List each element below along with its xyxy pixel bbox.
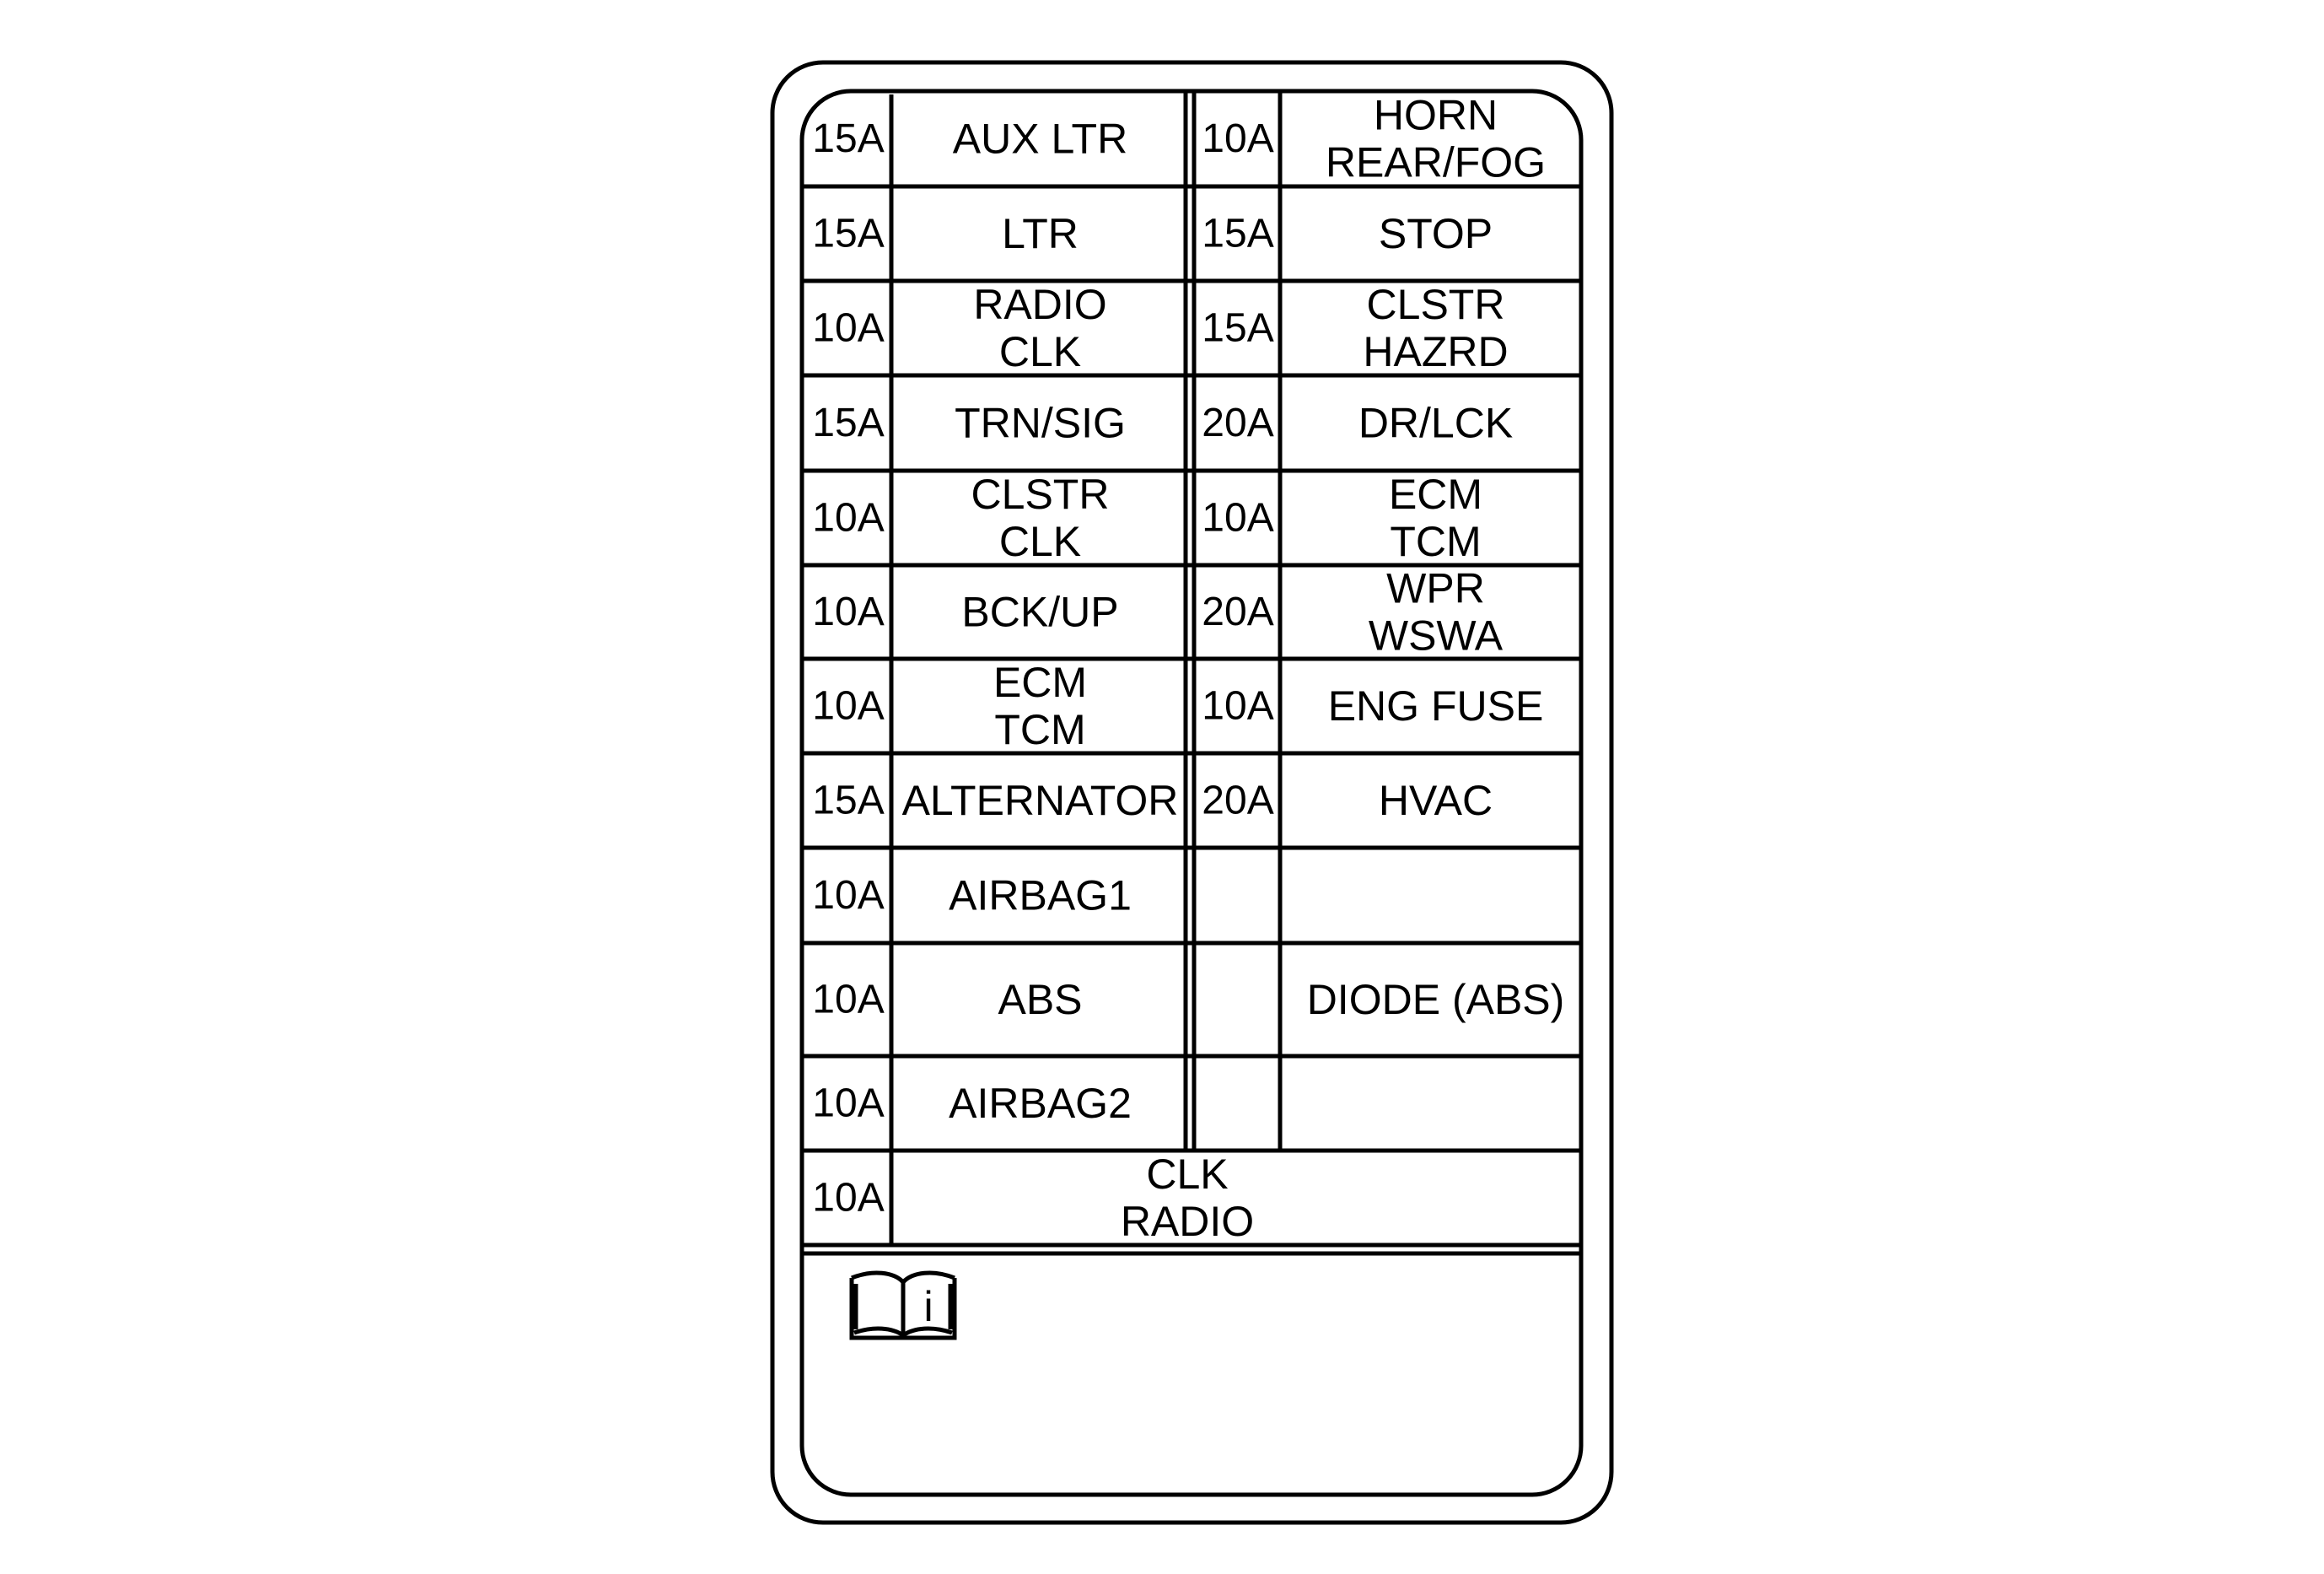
fuse-circuit-label: AUX LTR <box>953 116 1127 163</box>
fuse-circuit-label: HVAC <box>1379 777 1493 824</box>
fuse-circuit-label: CLSTR <box>1367 281 1505 328</box>
fuse-circuit-label: ECM <box>1389 471 1482 518</box>
outer-panel <box>770 60 1614 1525</box>
fuse-rating: 15A <box>1202 306 1273 351</box>
fuse-circuit-label: WPR <box>1386 565 1485 612</box>
fuse-rating: 15A <box>812 779 884 823</box>
fuse-circuit-label: LTR <box>1002 210 1079 257</box>
fuse-rating: 10A <box>812 306 884 351</box>
owner-manual-info-icon: i <box>849 1270 957 1340</box>
fuse-rating: 10A <box>1202 684 1273 729</box>
fuse-rating: 15A <box>812 401 884 445</box>
fuse-rating: 20A <box>1202 401 1273 445</box>
fuse-rating: 10A <box>812 978 884 1022</box>
fuse-circuit-label: CLK <box>1146 1151 1228 1198</box>
fuse-circuit-label: ALTERNATOR <box>902 777 1179 824</box>
fuse-circuit-label: AIRBAG2 <box>949 1080 1132 1127</box>
fuse-circuit-label: ABS <box>998 976 1082 1023</box>
fuse-rating: 10A <box>812 1081 884 1126</box>
fuse-circuit-label: TCM <box>994 706 1085 753</box>
fuse-rating: 10A <box>812 590 884 634</box>
fuse-rating: 10A <box>812 684 884 729</box>
fuse-rating: 10A <box>812 873 884 918</box>
fuse-circuit-label: DR/LCK <box>1358 400 1513 447</box>
fuse-circuit-label: DIODE (ABS) <box>1307 976 1565 1023</box>
fuse-circuit-label: REAR/FOG <box>1326 139 1546 186</box>
fuse-rating: 15A <box>1202 212 1273 256</box>
fuse-circuit-label: RADIO <box>1121 1198 1254 1245</box>
fuse-rating: 20A <box>1202 590 1273 634</box>
fuse-circuit-label: WSWA <box>1369 612 1504 660</box>
fuse-circuit-label: CLSTR <box>971 471 1110 518</box>
fuse-circuit-label: TCM <box>1390 518 1481 565</box>
fuse-circuit-label: RADIO <box>973 281 1106 328</box>
fuse-circuit-label: STOP <box>1379 210 1493 257</box>
fuse-circuit-label: HAZRD <box>1363 328 1508 375</box>
fuse-circuit-label: ENG FUSE <box>1328 682 1544 730</box>
fuse-circuit-label: BCK/UP <box>961 589 1118 636</box>
fuse-rating: 10A <box>812 1176 884 1221</box>
fuse-rating: 15A <box>812 116 884 161</box>
info-glyph: i <box>923 1283 933 1330</box>
fuse-circuit-label: ECM <box>993 659 1087 706</box>
fuse-circuit-label: TRN/SIG <box>955 400 1126 447</box>
fuse-circuit-label: CLK <box>999 328 1081 375</box>
fuse-circuit-label: HORN <box>1374 92 1498 139</box>
fuse-grid-lines <box>802 91 1581 1256</box>
fuse-circuit-label: AIRBAG1 <box>949 872 1132 919</box>
fuse-rating: 20A <box>1202 779 1273 823</box>
fuse-rating: 10A <box>812 496 884 541</box>
fuse-rating: 10A <box>1202 496 1273 541</box>
fuse-rating: 10A <box>1202 116 1273 161</box>
inner-panel <box>799 89 1584 1497</box>
fuse-rating: 15A <box>812 212 884 256</box>
fuse-circuit-label: CLK <box>999 518 1081 565</box>
